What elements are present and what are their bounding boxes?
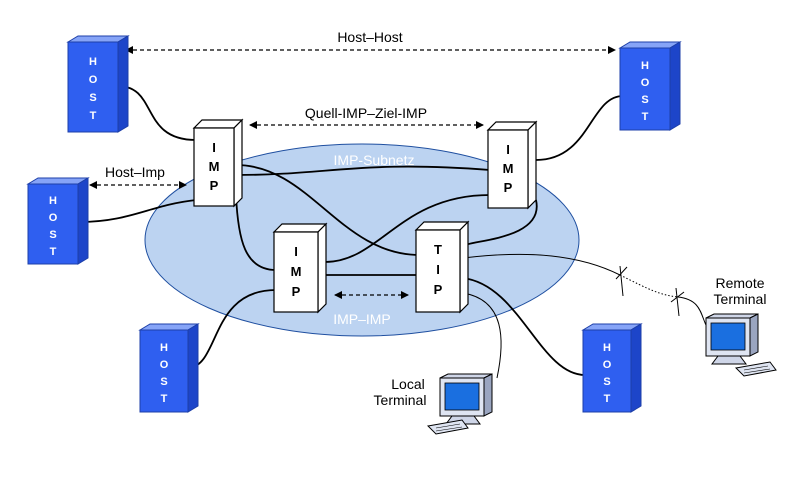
host-left: H O S T [26, 177, 90, 265]
svg-text:T: T [50, 246, 57, 258]
local-terminal-icon [426, 373, 493, 435]
local-terminal-label-1: Local [391, 376, 424, 392]
svg-text:M: M [503, 161, 514, 176]
svg-text:M: M [209, 159, 220, 174]
svg-text:S: S [603, 376, 610, 388]
host-bottom-left: H O S T [138, 323, 200, 413]
remote-terminal-icon [705, 313, 777, 377]
imp-subnet-ellipse [144, 143, 580, 337]
svg-text:I: I [506, 142, 510, 157]
svg-text:S: S [160, 376, 167, 388]
local-terminal-label-2: Terminal [374, 392, 427, 408]
svg-text:I: I [294, 244, 298, 259]
svg-text:S: S [89, 92, 96, 104]
svg-text:P: P [434, 282, 443, 297]
svg-text:O: O [641, 77, 650, 89]
svg-text:I: I [436, 262, 440, 277]
host-bottom-right: H O S T [581, 323, 643, 413]
svg-text:H: H [160, 342, 168, 354]
svg-text:P: P [504, 180, 513, 195]
svg-text:T: T [642, 111, 649, 123]
svg-text:S: S [641, 94, 648, 106]
svg-text:O: O [603, 359, 612, 371]
imp-center: I M P [272, 222, 328, 314]
svg-text:H: H [89, 56, 97, 68]
svg-text:P: P [210, 178, 219, 193]
tip-center: T I P [414, 220, 470, 314]
svg-text:T: T [161, 393, 168, 405]
svg-text:O: O [160, 359, 169, 371]
svg-text:S: S [49, 229, 56, 241]
imp-top-left: I M P [192, 118, 244, 208]
svg-text:O: O [49, 212, 58, 224]
svg-text:T: T [604, 393, 611, 405]
svg-text:H: H [49, 195, 57, 207]
imp-imp-label: IMP–IMP [333, 311, 391, 327]
host-top-left: H O S T [66, 35, 130, 133]
svg-text:H: H [603, 342, 611, 354]
imp-top-right: I M P [486, 120, 538, 210]
svg-text:O: O [89, 74, 98, 86]
svg-text:M: M [291, 264, 302, 279]
svg-text:P: P [292, 284, 301, 299]
svg-text:I: I [212, 140, 216, 155]
svg-text:T: T [434, 242, 442, 257]
host-host-label: Host–Host [337, 29, 402, 45]
subnet-label: IMP-Subnetz [334, 152, 415, 168]
remote-terminal-label-1: Remote [715, 275, 764, 291]
quell-ziel-label: Quell-IMP–Ziel-IMP [305, 105, 427, 121]
svg-text:H: H [641, 60, 649, 72]
host-top-right: H O S T [618, 41, 682, 131]
remote-terminal-label-2: Terminal [714, 291, 767, 307]
svg-text:T: T [90, 110, 97, 122]
host-imp-label: Host–Imp [105, 164, 165, 180]
